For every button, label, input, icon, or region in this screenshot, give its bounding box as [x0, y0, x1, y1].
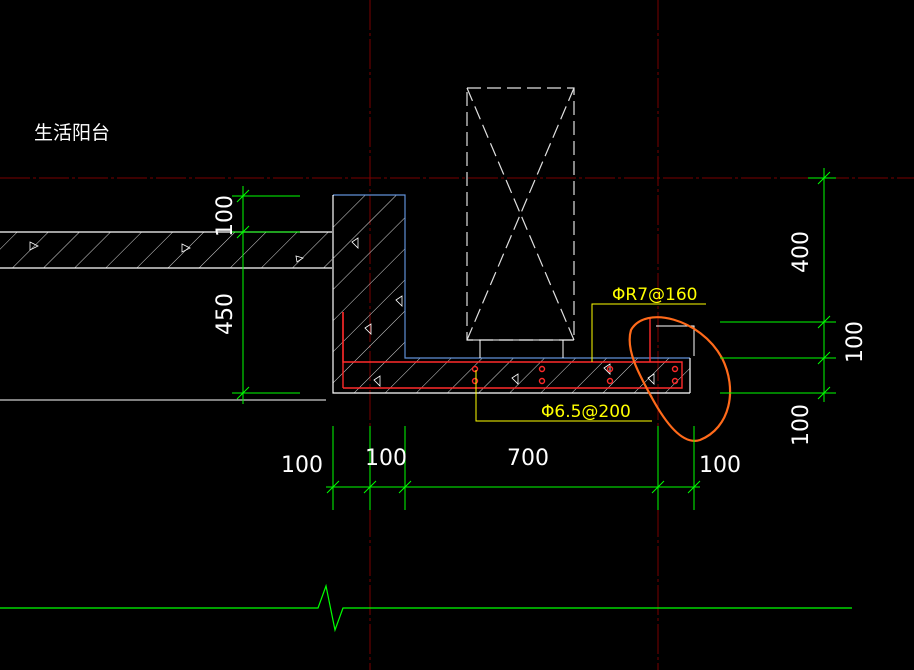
stirrup-bracket: [656, 325, 695, 356]
floor-slab: [0, 231, 332, 269]
break-line-icon: [0, 583, 852, 633]
bottom-horizontal-dimension: [326, 426, 701, 510]
dim-bottom-100-a: 100: [281, 453, 323, 478]
dim-right-100-a: 100: [843, 321, 868, 363]
opening-cross-icon: [466, 87, 575, 341]
left-vertical-dimension: [232, 186, 300, 404]
drawing-title: 生活阳台: [34, 122, 110, 144]
dim-left-450: 450: [213, 293, 238, 335]
rebar-label-top: ΦR7@160: [612, 285, 697, 305]
dim-right-100-b: 100: [789, 404, 814, 446]
dim-left-100: 100: [213, 195, 238, 237]
dim-bottom-700: 700: [507, 446, 549, 471]
dim-right-400: 400: [789, 231, 814, 273]
beam-section: [332, 194, 691, 394]
rebar-label-bottom: Φ6.5@200: [541, 402, 631, 422]
rebar: [342, 312, 683, 389]
dim-bottom-100-c: 100: [699, 453, 741, 478]
dim-bottom-100-b: 100: [365, 446, 407, 471]
opening-base: [467, 339, 574, 358]
rebar-leaders: [475, 303, 706, 422]
right-vertical-dimension: [720, 168, 836, 402]
markup-ellipse-icon: [628, 316, 732, 442]
